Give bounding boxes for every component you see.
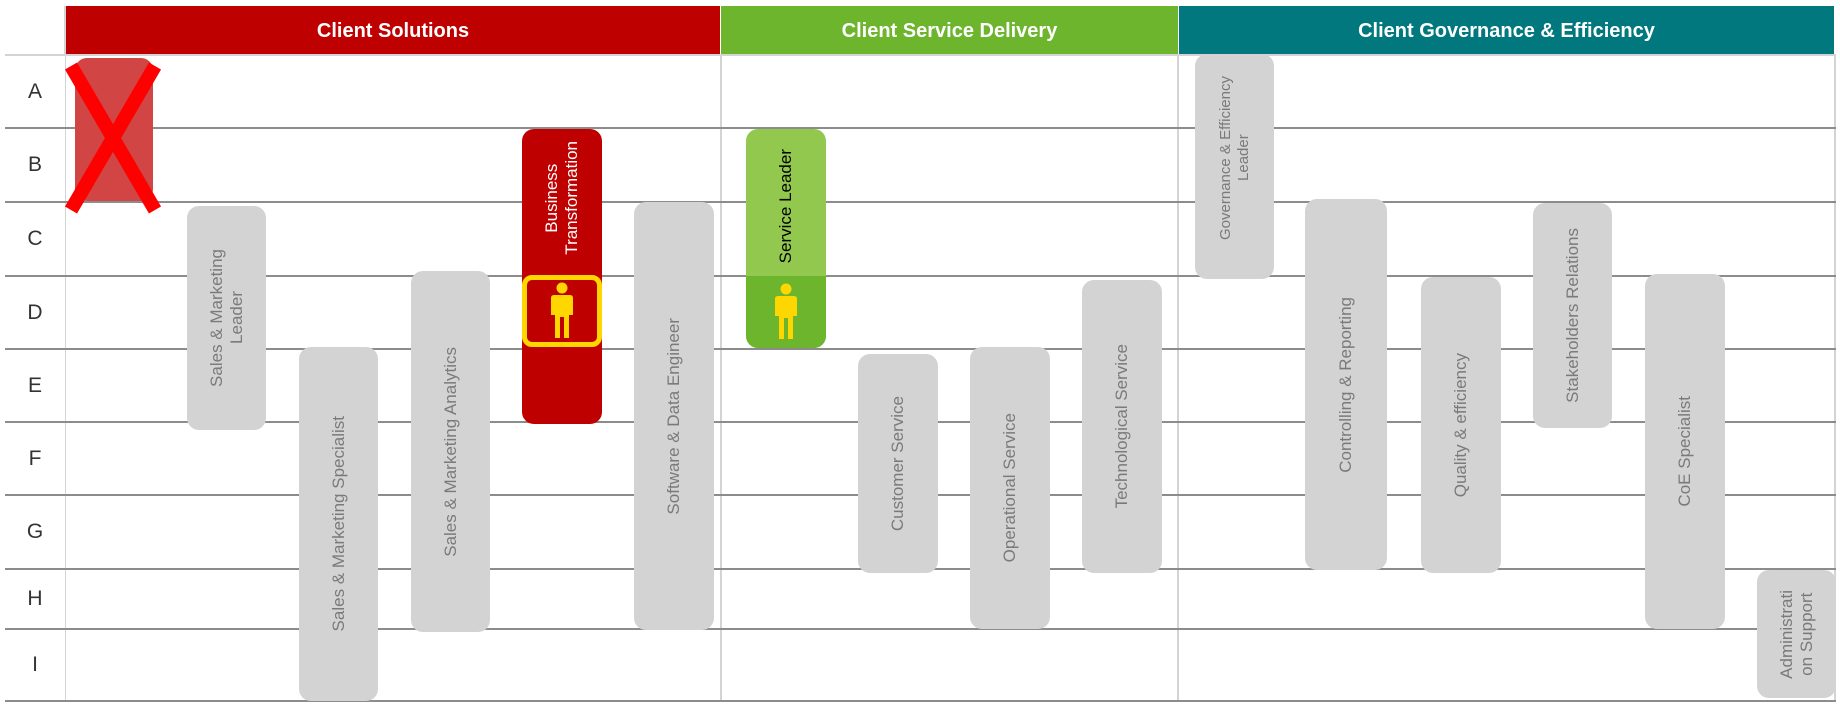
row-label-f: F — [5, 423, 65, 494]
quality-efficiency-label: Quality & efficiency — [1451, 352, 1470, 498]
controlling-reporting-label: Controlling & Reporting — [1336, 296, 1355, 473]
row-label-d: D — [5, 277, 65, 348]
coe-specialist-card[interactable]: CoE Specialist — [1645, 274, 1725, 629]
sales-marketing-leader-label: Sales & Marketing Leader — [206, 249, 246, 387]
column-divider — [1177, 56, 1179, 701]
administration-support-card[interactable]: Administrati on Support — [1757, 570, 1836, 698]
row-divider — [5, 700, 1836, 702]
business-transformation-label: Business Transformation — [542, 141, 581, 255]
operational-service-card[interactable]: Operational Service — [970, 347, 1050, 629]
sales-marketing-analytics-card[interactable]: Sales & Marketing Analytics — [411, 271, 490, 632]
person-icon — [775, 283, 797, 339]
row-label-b: B — [5, 129, 65, 201]
governance-efficiency-leader-card[interactable]: Governance & Efficiency Leader — [1195, 54, 1274, 279]
stakeholders-relations-label: Stakeholders Relations — [1562, 228, 1582, 403]
service-leader-person-area — [746, 276, 826, 348]
coe-specialist-label: CoE Specialist — [1675, 396, 1694, 507]
person-icon — [551, 282, 573, 338]
sales-marketing-specialist-label: Sales & Marketing Specialist — [328, 416, 348, 632]
row-label-a: A — [5, 56, 65, 127]
quality-efficiency-card[interactable]: Quality & efficiency — [1421, 277, 1501, 573]
sales-marketing-leader-card[interactable]: Sales & Marketing Leader — [187, 206, 266, 430]
sales-marketing-analytics-label: Sales & Marketing Analytics — [440, 346, 460, 557]
technological-service-label: Technological Service — [1112, 344, 1131, 509]
service-leader-label: Service Leader — [776, 149, 795, 264]
row-label-i: I — [5, 630, 65, 700]
stakeholders-relations-card[interactable]: Stakeholders Relations — [1533, 203, 1612, 428]
column-header-client-solutions: Client Solutions — [66, 6, 720, 56]
row-label-e: E — [5, 350, 65, 421]
row-divider — [5, 127, 1836, 129]
technological-service-card[interactable]: Technological Service — [1082, 280, 1162, 573]
governance-efficiency-leader-label: Governance & Efficiency Leader — [1216, 76, 1252, 240]
controlling-reporting-card[interactable]: Controlling & Reporting — [1305, 199, 1387, 570]
row-label-c: C — [5, 203, 65, 275]
row-divider — [5, 275, 1836, 277]
row-divider — [5, 54, 1836, 56]
row-label-h: H — [5, 570, 65, 628]
column-header-client-service-delivery: Client Service Delivery — [721, 6, 1178, 56]
customer-service-card[interactable]: Customer Service — [858, 354, 938, 573]
software-data-engineer-label: Software & Data Engineer — [664, 317, 683, 515]
administration-support-label: Administrati on Support — [1776, 589, 1816, 679]
row-divider — [5, 628, 1836, 630]
customer-service-label: Customer Service — [888, 395, 907, 532]
business-transformation-person-frame — [522, 275, 602, 347]
sales-marketing-specialist-card[interactable]: Sales & Marketing Specialist — [299, 347, 378, 701]
software-data-engineer-card[interactable]: Software & Data Engineer — [634, 202, 714, 630]
row-divider — [5, 348, 1836, 350]
row-label-g: G — [5, 496, 65, 568]
grid-left-border — [64, 6, 66, 701]
row-divider — [5, 201, 1836, 203]
column-header-client-governance-efficiency: Client Governance & Efficiency — [1179, 6, 1834, 56]
grid-right-border — [1834, 56, 1836, 701]
column-divider — [720, 56, 722, 701]
cross-mark-icon — [64, 62, 162, 214]
operational-service-label: Operational Service — [1000, 413, 1019, 563]
